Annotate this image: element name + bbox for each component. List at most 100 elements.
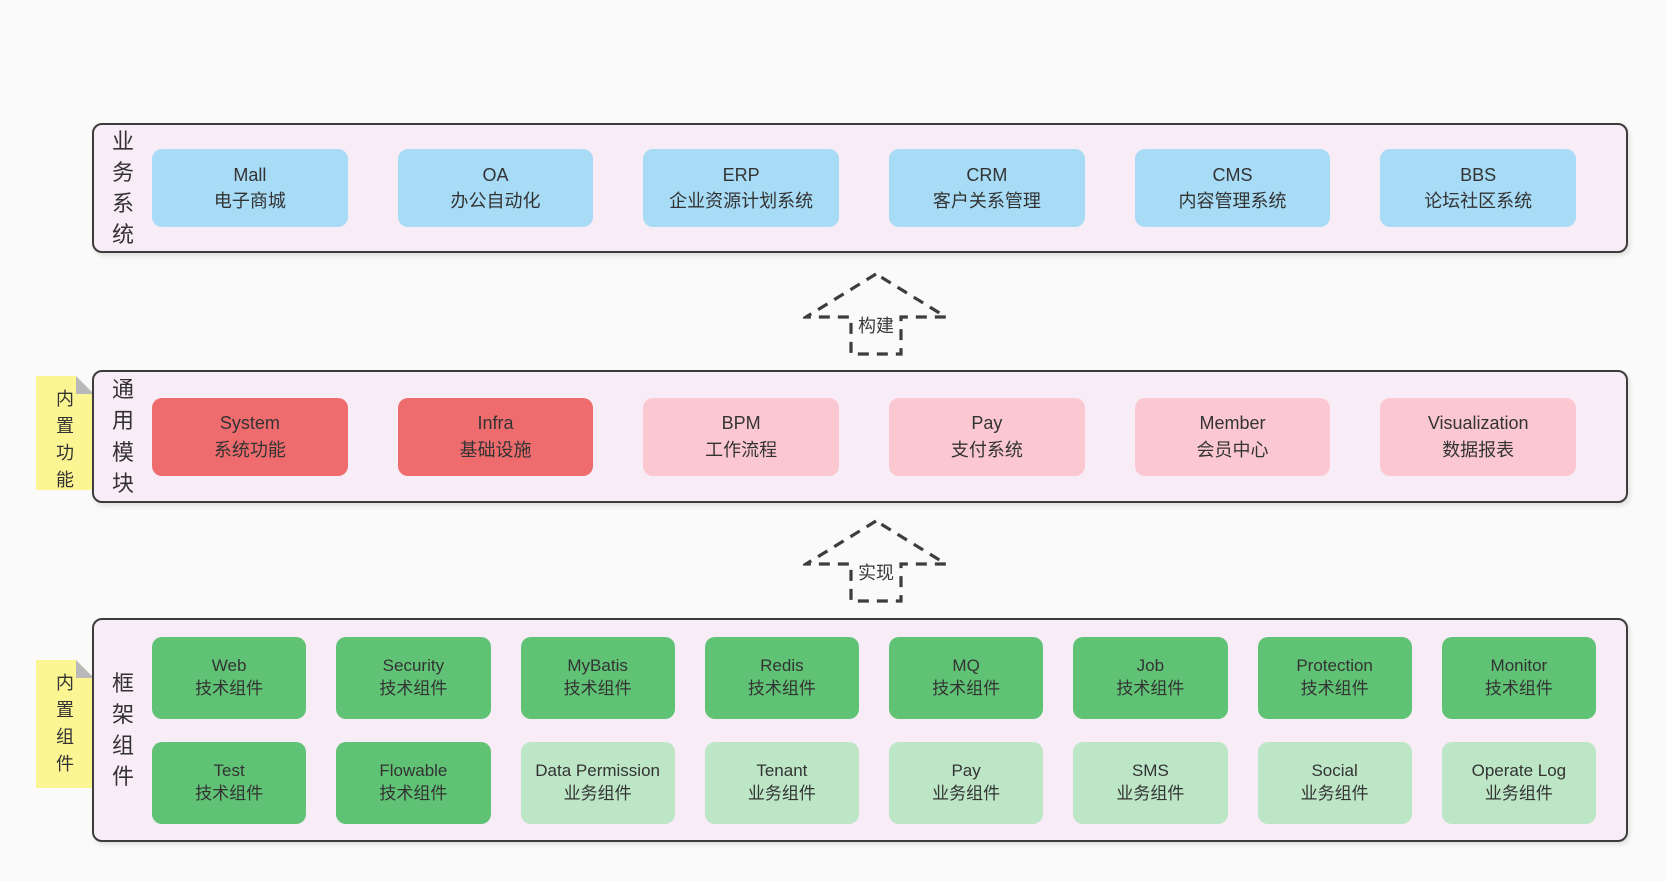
box-mall: Mall 电子商城 xyxy=(152,149,348,227)
box-data-permission: Data Permission 业务组件 xyxy=(520,741,675,824)
box-title: Protection xyxy=(1296,655,1373,675)
box-erp: ERP 企业资源计划系统 xyxy=(643,149,840,227)
box-title: Job xyxy=(1136,655,1165,675)
section-label: 框架组件 xyxy=(111,670,134,790)
component-boxes: Web 技术组件 Security 技术组件 MyBatis 技术组件 Redi… xyxy=(152,636,1626,824)
box-subtitle: 技术组件 xyxy=(932,678,1001,698)
box-flowable: Flowable 技术组件 xyxy=(336,741,491,824)
box-subtitle: 业务组件 xyxy=(563,783,632,803)
box-subtitle: 电子商城 xyxy=(213,191,286,211)
section-label-wrap: 业务系统 xyxy=(94,126,152,251)
box-title: Redis xyxy=(760,655,804,675)
box-subtitle: 基础设施 xyxy=(459,439,532,460)
box-subtitle: 技术组件 xyxy=(379,678,448,698)
implement-arrow-icon: 实现 xyxy=(803,518,949,604)
box-subtitle: 业务组件 xyxy=(932,783,1001,803)
section-common-modules: 通用模块 System 系统功能 Infra 基础设施 BPM 工作流程 Pay… xyxy=(92,370,1628,503)
box-job: Job 技术组件 xyxy=(1073,636,1228,719)
sticky-tab-built-in-components: 内置组件 xyxy=(36,660,94,788)
box-visualization: Visualization 数据报表 xyxy=(1380,397,1577,476)
box-test: Test 技术组件 xyxy=(152,741,307,824)
box-system: System 系统功能 xyxy=(152,397,348,476)
box-title: Member xyxy=(1199,413,1266,434)
box-subtitle: 企业资源计划系统 xyxy=(669,191,814,211)
box-title: Flowable xyxy=(379,760,448,780)
box-title: BBS xyxy=(1460,164,1497,185)
box-title: Pay xyxy=(971,413,1003,434)
build-arrow-icon: 构建 xyxy=(803,271,949,357)
dashed-up-arrow-icon xyxy=(803,519,949,603)
box-subtitle: 技术组件 xyxy=(195,783,264,803)
box-security: Security 技术组件 xyxy=(336,636,491,719)
box-title: SMS xyxy=(1131,760,1169,780)
box-subtitle: 内容管理系统 xyxy=(1178,191,1287,211)
box-subtitle: 数据报表 xyxy=(1442,439,1515,460)
business-boxes: Mall 电子商城 OA 办公自动化 ERP 企业资源计划系统 CRM 客户关系… xyxy=(152,149,1626,227)
box-subtitle: 技术组件 xyxy=(195,678,264,698)
section-framework-components: 框架组件 Web 技术组件 Security 技术组件 MyBatis 技术组件… xyxy=(92,618,1628,842)
section-label-wrap: 框架组件 xyxy=(94,668,152,793)
component-row-1: Web 技术组件 Security 技术组件 MyBatis 技术组件 Redi… xyxy=(152,636,1596,719)
box-title: CRM xyxy=(966,164,1008,185)
sticky-tab-label: 内置功能 xyxy=(56,389,74,490)
box-bpm: BPM 工作流程 xyxy=(643,397,840,476)
box-title: Web xyxy=(211,655,247,675)
box-tenant: Tenant 业务组件 xyxy=(704,741,859,824)
box-title: Infra xyxy=(477,413,514,434)
box-member: Member 会员中心 xyxy=(1134,397,1331,476)
box-pay-module: Pay 支付系统 xyxy=(889,397,1085,476)
box-subtitle: 业务组件 xyxy=(747,783,816,803)
box-title: Pay xyxy=(951,760,981,780)
box-subtitle: 业务组件 xyxy=(1116,783,1185,803)
box-title: MQ xyxy=(952,655,980,675)
box-title: MyBatis xyxy=(567,655,628,675)
box-cms: CMS 内容管理系统 xyxy=(1134,149,1331,227)
box-title: Visualization xyxy=(1427,413,1529,434)
box-pay-component: Pay 业务组件 xyxy=(889,741,1044,824)
box-subtitle: 客户关系管理 xyxy=(932,191,1041,211)
build-arrow-label: 构建 xyxy=(854,311,898,340)
box-subtitle: 技术组件 xyxy=(747,678,816,698)
box-oa: OA 办公自动化 xyxy=(397,149,594,227)
box-title: System xyxy=(219,413,280,434)
box-bbs: BBS 论坛社区系统 xyxy=(1380,149,1577,227)
box-sms: SMS 业务组件 xyxy=(1073,741,1228,824)
box-title: CMS xyxy=(1212,164,1253,185)
box-title: BPM xyxy=(721,413,761,434)
box-operate-log: Operate Log 业务组件 xyxy=(1441,741,1596,824)
box-crm: CRM 客户关系管理 xyxy=(889,149,1085,227)
box-title: Monitor xyxy=(1490,655,1548,675)
box-subtitle: 业务组件 xyxy=(1484,783,1553,803)
box-subtitle: 工作流程 xyxy=(705,439,778,460)
component-row-2: Test 技术组件 Flowable 技术组件 Data Permission … xyxy=(152,741,1596,824)
box-title: Security xyxy=(382,655,445,675)
box-title: Data Permission xyxy=(535,760,660,780)
box-subtitle: 技术组件 xyxy=(563,678,632,698)
box-infra: Infra 基础设施 xyxy=(397,397,594,476)
sticky-tab-label: 内置组件 xyxy=(56,673,74,774)
box-subtitle: 业务组件 xyxy=(1300,783,1369,803)
section-label: 通用模块 xyxy=(111,377,134,496)
box-mybatis: MyBatis 技术组件 xyxy=(520,636,675,719)
box-title: Test xyxy=(213,760,245,780)
section-label: 业务系统 xyxy=(111,128,134,248)
box-mq: MQ 技术组件 xyxy=(889,636,1044,719)
implement-arrow-label: 实现 xyxy=(854,558,898,587)
box-title: Social xyxy=(1311,760,1358,780)
sticky-tab-built-in-features: 内置功能 xyxy=(36,376,94,490)
box-social: Social 业务组件 xyxy=(1257,741,1412,824)
box-subtitle: 会员中心 xyxy=(1196,439,1269,460)
box-title: ERP xyxy=(722,164,760,185)
box-subtitle: 技术组件 xyxy=(1116,678,1185,698)
module-boxes: System 系统功能 Infra 基础设施 BPM 工作流程 Pay 支付系统… xyxy=(152,397,1626,476)
box-subtitle: 技术组件 xyxy=(1484,678,1553,698)
box-protection: Protection 技术组件 xyxy=(1257,636,1412,719)
box-subtitle: 办公自动化 xyxy=(450,191,541,211)
box-web: Web 技术组件 xyxy=(152,636,307,719)
box-subtitle: 支付系统 xyxy=(950,439,1023,460)
dashed-up-arrow-icon xyxy=(803,272,949,356)
box-redis: Redis 技术组件 xyxy=(704,636,859,719)
box-title: Mall xyxy=(233,164,267,185)
box-title: Operate Log xyxy=(1471,760,1567,780)
section-label-wrap: 通用模块 xyxy=(94,374,152,499)
